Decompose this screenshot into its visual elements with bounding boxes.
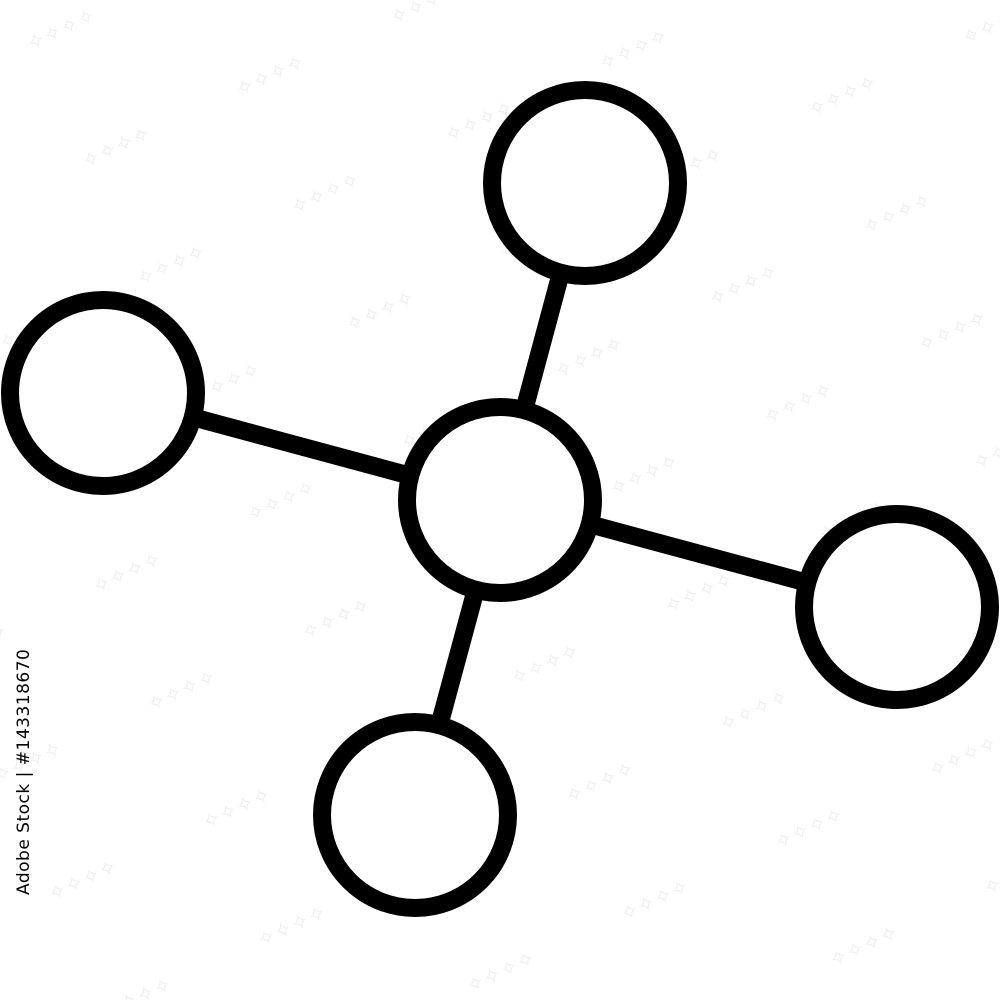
stock-image-id: Adobe Stock | #143318670 — [14, 648, 34, 895]
edge-center-left — [190, 408, 413, 485]
edge-center-bottom — [430, 587, 485, 728]
node-right — [795, 505, 999, 709]
node-left — [1, 291, 205, 495]
node-center — [398, 398, 602, 602]
node-bottom — [313, 713, 517, 917]
node-circles — [1, 81, 999, 917]
connection-lines — [190, 270, 810, 728]
edge-center-right — [587, 515, 810, 592]
node-top — [483, 81, 687, 285]
edge-center-top — [515, 270, 570, 413]
